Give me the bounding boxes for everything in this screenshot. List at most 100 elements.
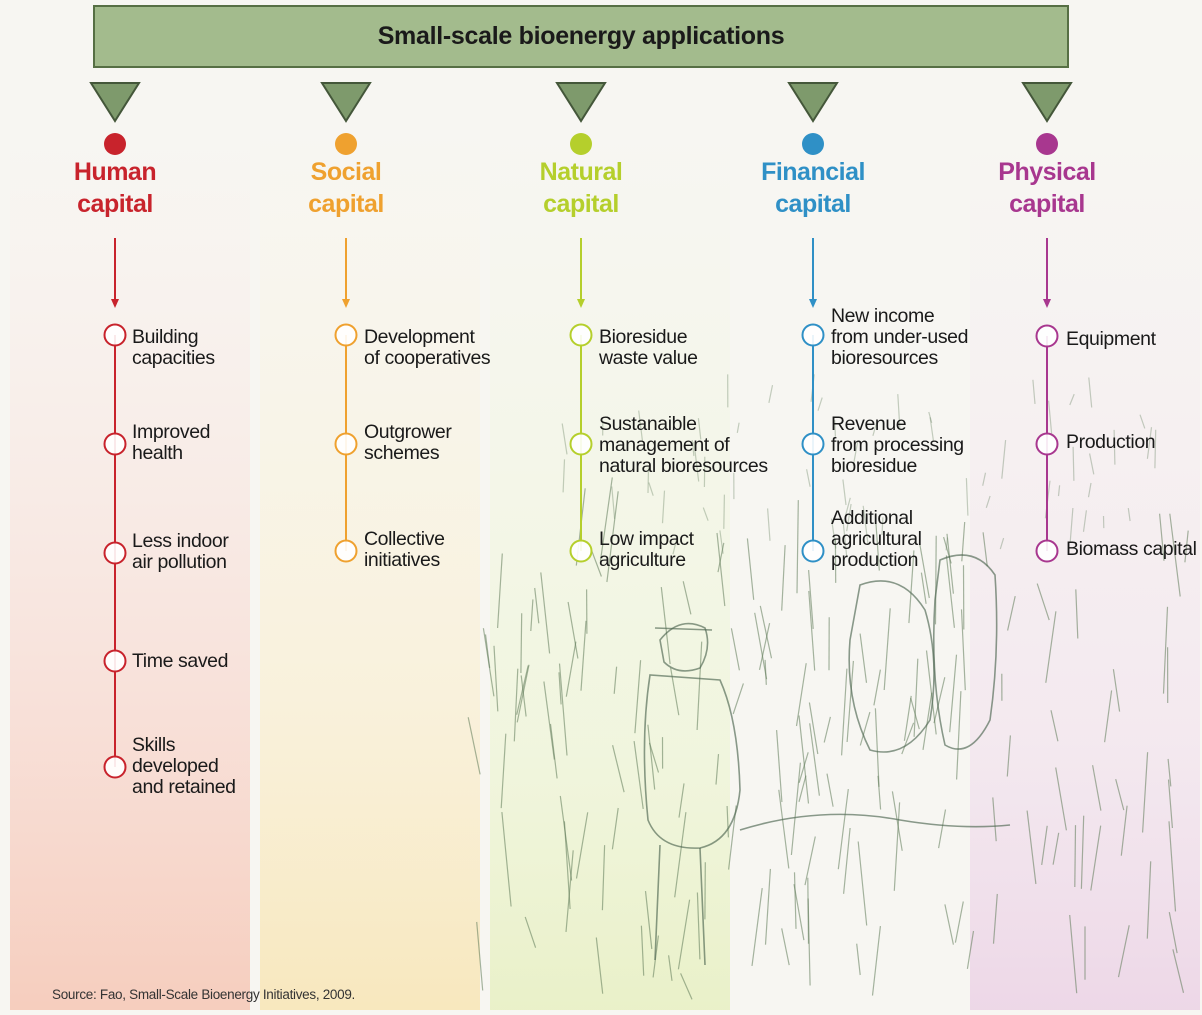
capital-heading-line: capital bbox=[77, 190, 153, 218]
title-banner: Small-scale bioenergy applications bbox=[93, 5, 1069, 68]
benefit-item-line: Additional bbox=[831, 507, 913, 529]
item-marker-icon bbox=[334, 323, 358, 347]
capital-heading-line: capital bbox=[1009, 190, 1085, 218]
down-triangle-icon bbox=[555, 82, 607, 123]
benefit-item-line: of cooperatives bbox=[364, 347, 491, 369]
item-marker-icon bbox=[1035, 539, 1059, 563]
benefit-item-line: schemes bbox=[364, 442, 440, 464]
benefit-item-line: production bbox=[831, 549, 919, 571]
benefit-item-line: air pollution bbox=[132, 551, 227, 573]
item-marker-icon bbox=[103, 755, 127, 779]
benefit-item-line: agricultural bbox=[831, 528, 922, 550]
capital-heading-line: capital bbox=[308, 190, 384, 218]
source-note: Source: Fao, Small-Scale Bioenergy Initi… bbox=[52, 987, 356, 1002]
benefit-item-line: Skills bbox=[132, 734, 176, 756]
item-marker-icon bbox=[569, 323, 593, 347]
item-marker-icon bbox=[103, 432, 127, 456]
benefit-item-line: bioresources bbox=[831, 347, 938, 369]
item-marker-icon bbox=[801, 539, 825, 563]
benefit-item: Biomass capital bbox=[1066, 539, 1197, 560]
benefit-item-line: Improved bbox=[132, 421, 211, 443]
category-dot bbox=[104, 133, 126, 155]
down-triangle-icon bbox=[787, 82, 839, 123]
capital-heading-line: Human bbox=[73, 158, 157, 186]
capital-heading: Physical capital bbox=[957, 156, 1137, 220]
category-dot bbox=[1036, 133, 1058, 155]
benefit-item-line: Collective bbox=[364, 528, 445, 550]
benefit-item-line: Sustanaible bbox=[599, 413, 697, 435]
capital-heading: Financial capital bbox=[723, 156, 903, 220]
benefit-item-line: health bbox=[132, 442, 183, 464]
benefit-item-line: Equipment bbox=[1066, 328, 1156, 350]
arrow-head-icon bbox=[809, 299, 817, 308]
item-marker-icon bbox=[569, 539, 593, 563]
benefit-item-line: Low impact bbox=[599, 528, 694, 550]
capital-heading-line: capital bbox=[543, 190, 619, 218]
item-marker-icon bbox=[801, 432, 825, 456]
item-marker-icon bbox=[801, 323, 825, 347]
category-dot bbox=[335, 133, 357, 155]
capital-heading-line: Natural bbox=[539, 158, 623, 186]
benefit-item-line: bioresidue bbox=[831, 455, 917, 477]
diagram-title: Small-scale bioenergy applications bbox=[377, 22, 785, 50]
benefit-item-line: Revenue bbox=[831, 413, 907, 435]
benefit-item-line: Outgrower bbox=[364, 421, 452, 443]
capital-heading-line: Social bbox=[310, 158, 382, 186]
benefit-item-line: natural bioresources bbox=[599, 455, 768, 477]
benefit-item-line: and retained bbox=[132, 776, 236, 798]
benefit-item-line: initiatives bbox=[364, 549, 440, 571]
benefit-item-line: waste value bbox=[599, 347, 698, 369]
benefit-item-line: Less indoor bbox=[132, 530, 229, 552]
arrow-head-icon bbox=[1043, 299, 1051, 308]
category-dot bbox=[802, 133, 824, 155]
arrow-head-icon bbox=[342, 299, 350, 308]
benefit-item-line: New income bbox=[831, 305, 935, 327]
arrow-head-icon bbox=[577, 299, 585, 308]
benefit-item: Production bbox=[1066, 431, 1156, 453]
down-triangle-icon bbox=[89, 82, 141, 123]
benefit-item-line: Production bbox=[1066, 431, 1156, 453]
benefit-item-line: Building bbox=[132, 326, 199, 348]
benefit-item-line: management of bbox=[599, 434, 730, 456]
capital-heading: Social capital bbox=[256, 156, 436, 220]
benefit-item-line: Biomass capital bbox=[1066, 538, 1197, 560]
item-marker-icon bbox=[1035, 432, 1059, 456]
item-marker-icon bbox=[334, 539, 358, 563]
arrow-head-icon bbox=[111, 299, 119, 308]
item-marker-icon bbox=[103, 649, 127, 673]
benefit-item-line: developed bbox=[132, 755, 219, 777]
item-marker-icon bbox=[334, 432, 358, 456]
benefit-item-line: agriculture bbox=[599, 549, 686, 571]
down-triangle-icon bbox=[320, 82, 372, 123]
capital-heading: Natural capital bbox=[491, 156, 671, 220]
benefit-item: Equipment bbox=[1066, 329, 1156, 350]
category-dot bbox=[570, 133, 592, 155]
benefit-item-line: from under-used bbox=[831, 326, 969, 348]
benefit-item-line: Bioresidue bbox=[599, 326, 688, 348]
capital-heading-line: Physical bbox=[998, 158, 1096, 186]
benefit-item: Time saved bbox=[132, 651, 228, 672]
item-marker-icon bbox=[569, 432, 593, 456]
capital-heading-line: capital bbox=[775, 190, 851, 218]
benefit-item-line: capacities bbox=[132, 347, 215, 369]
benefit-item-line: from processing bbox=[831, 434, 964, 456]
down-triangle-icon bbox=[1021, 82, 1073, 123]
capital-heading: Human capital bbox=[25, 156, 205, 220]
item-marker-icon bbox=[1035, 324, 1059, 348]
capital-heading-line: Financial bbox=[761, 158, 865, 186]
